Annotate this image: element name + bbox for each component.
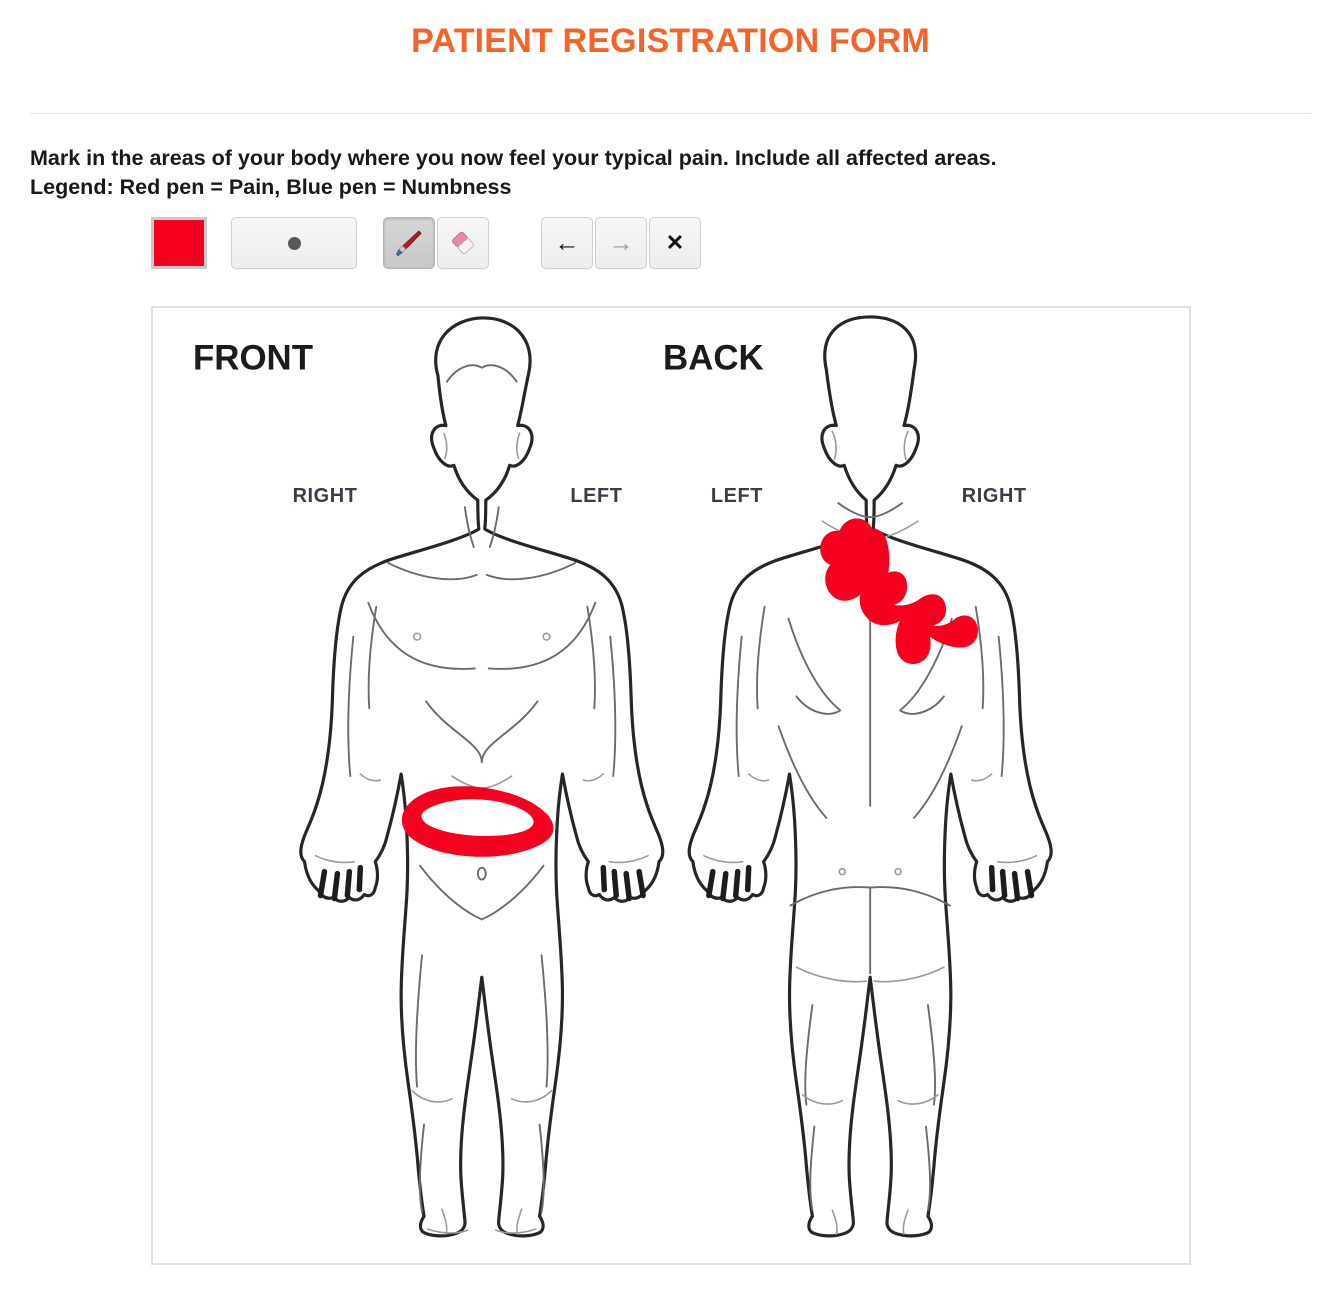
back-glute-left-top <box>789 886 872 907</box>
eraser-icon <box>452 232 474 255</box>
front-foot-left-toes <box>427 1228 469 1234</box>
front-clavicle-left <box>387 561 478 581</box>
back-ear-right-detail <box>903 430 909 461</box>
back-arm-right-inner <box>997 635 1005 777</box>
front-hand-left-crease <box>314 854 356 864</box>
back-nape-line <box>837 502 903 519</box>
front-rib-left <box>425 700 483 764</box>
front-thigh-right-line <box>540 954 549 1088</box>
back-left-label: LEFT <box>711 485 763 507</box>
body-diagram-canvas[interactable]: FRONT BACK RIGHT LEFT LEFT RIGHT <box>151 306 1191 1265</box>
back-dimple-left <box>838 867 847 876</box>
paintbrush-icon <box>396 230 422 257</box>
arrow-left-icon: ← <box>554 228 580 257</box>
front-thigh-left-line <box>414 954 423 1088</box>
drawing-toolbar: ← → ✕ <box>151 217 1341 270</box>
pen-tool-button[interactable] <box>383 217 435 270</box>
back-elbow-right <box>970 773 993 782</box>
instructions-block: Mark in the areas of your body where you… <box>30 144 1320 201</box>
undo-button[interactable]: ← <box>541 217 593 270</box>
redo-button[interactable]: → <box>595 217 647 270</box>
front-rib-right <box>480 700 539 764</box>
back-hand-left-crease <box>703 854 744 864</box>
back-view-label: BACK <box>663 339 764 378</box>
back-knee-right <box>897 1093 939 1105</box>
front-navel <box>476 866 487 881</box>
back-tricep-right <box>974 605 985 710</box>
back-glute-fold-right <box>873 966 945 983</box>
back-scapula-left <box>787 617 842 715</box>
front-neck-tendon-left <box>463 506 475 548</box>
back-glute-fold-left <box>795 966 867 983</box>
brush-size-button[interactable] <box>231 217 357 270</box>
instruction-line-2: Legend: Red pen = Pain, Blue pen = Numbn… <box>30 174 512 199</box>
front-elbow-left <box>359 773 382 782</box>
front-nipple-left <box>412 632 422 641</box>
front-groin-left <box>419 864 483 921</box>
back-arm-left-inner <box>735 635 743 777</box>
front-hairline <box>445 364 518 383</box>
arrow-right-icon: → <box>608 228 634 257</box>
eraser-tool-button[interactable] <box>437 217 489 270</box>
back-achilles-right <box>902 1209 909 1235</box>
brush-size-dot-icon <box>287 236 301 250</box>
front-left-ear-detail <box>443 432 448 460</box>
back-calf-right <box>924 1125 932 1212</box>
front-foot-right-toes <box>494 1228 537 1234</box>
front-nipple-right <box>542 632 551 641</box>
back-lat-left <box>777 725 828 819</box>
front-left-label: LEFT <box>570 485 622 507</box>
body-diagram-svg[interactable]: FRONT BACK RIGHT LEFT LEFT RIGHT <box>153 308 1189 1263</box>
back-body-figure[interactable] <box>687 315 1053 1238</box>
front-body-silhouette <box>299 316 665 1238</box>
back-elbow-left <box>747 773 770 782</box>
front-body-figure[interactable] <box>299 316 665 1238</box>
front-arm-left-inner <box>347 635 355 777</box>
back-tricep-left <box>756 605 766 710</box>
back-scapula-right <box>899 617 953 715</box>
instruction-line-1: Mark in the areas of your body where you… <box>30 146 997 170</box>
close-icon: ✕ <box>665 230 685 256</box>
front-clavicle-right <box>485 561 577 581</box>
page-title: PATIENT REGISTRATION FORM <box>411 22 930 60</box>
back-calf-left <box>809 1125 816 1212</box>
front-elbow-right <box>582 773 605 782</box>
header-divider <box>30 113 1311 114</box>
back-right-label: RIGHT <box>962 485 1027 507</box>
front-right-label: RIGHT <box>293 485 358 507</box>
front-arm-right-inner <box>609 635 617 777</box>
front-left-hand-fingers <box>317 864 364 902</box>
front-lower-abdomen-mark <box>401 786 554 857</box>
front-shin-right <box>538 1123 545 1214</box>
color-swatch-red[interactable] <box>151 217 207 270</box>
back-hand-right-crease <box>996 854 1038 864</box>
front-knee-right <box>510 1089 553 1103</box>
front-right-hand-fingers <box>600 864 646 902</box>
front-neck-tendon-right <box>488 506 500 548</box>
clear-canvas-button[interactable]: ✕ <box>649 217 701 270</box>
front-right-ear-detail <box>516 432 521 460</box>
front-view-label: FRONT <box>193 339 313 378</box>
front-hand-right-crease <box>608 854 649 864</box>
back-glute-right-top <box>869 886 951 907</box>
front-groin-right <box>480 864 545 921</box>
back-ear-left-detail <box>831 430 837 461</box>
back-lat-right <box>913 725 963 819</box>
back-knee-left <box>801 1093 844 1105</box>
front-knee-left <box>411 1089 453 1103</box>
front-shin-left <box>418 1123 425 1214</box>
back-left-hand-fingers <box>706 864 752 902</box>
back-upper-shoulder-mark <box>820 518 978 665</box>
back-achilles-left <box>831 1209 838 1235</box>
front-bicep-left <box>367 605 378 710</box>
front-bicep-right <box>586 605 596 710</box>
back-dimple-right <box>894 867 902 876</box>
back-right-hand-fingers <box>988 864 1035 902</box>
